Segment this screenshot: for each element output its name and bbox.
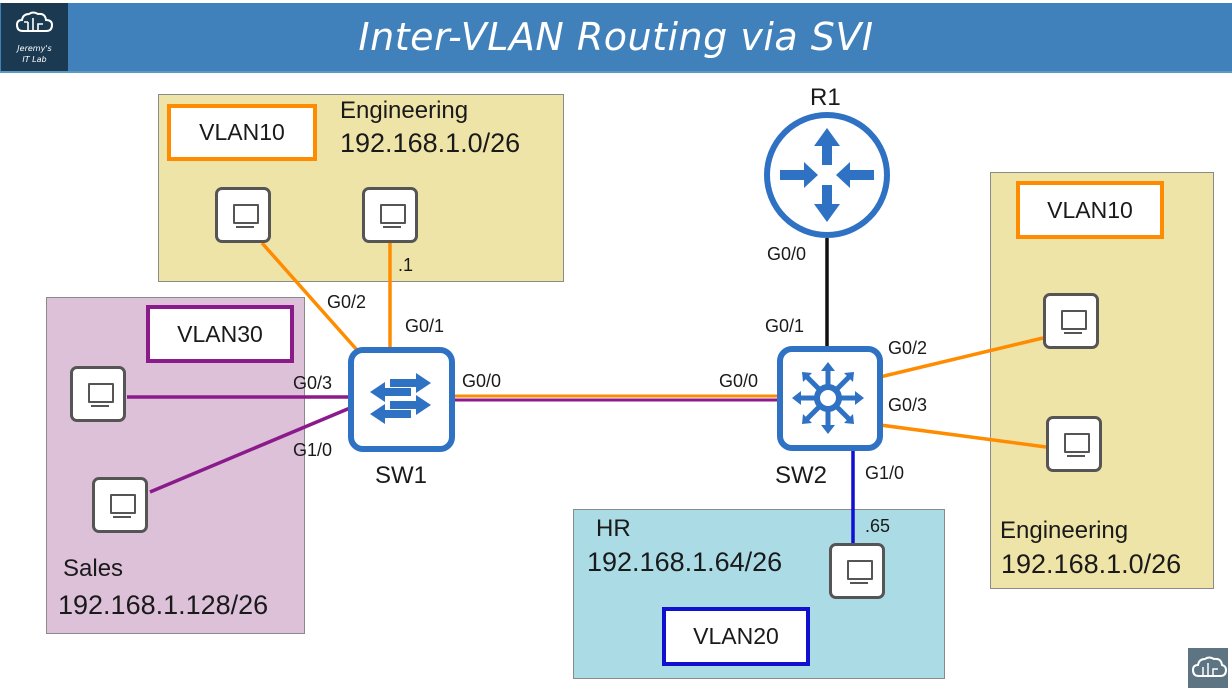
monitor-icon xyxy=(88,383,114,403)
sales-name: Sales xyxy=(63,555,124,582)
hr-subnet: 192.168.1.64/26 xyxy=(587,547,783,577)
port-label-sw2-g00: G0/0 xyxy=(719,371,759,391)
jeremys-it-lab-logo: Jeremy's IT Lab xyxy=(1,3,68,71)
monitor-icon xyxy=(233,204,259,224)
monitor-icon xyxy=(110,494,136,514)
pc-hr[interactable] xyxy=(829,543,885,599)
cloud-circuit-icon xyxy=(1191,656,1228,677)
eng-left-subnet: 192.168.1.0/26 xyxy=(340,128,521,158)
pc-eng-left-2[interactable] xyxy=(362,187,418,243)
sw2-label: SW2 xyxy=(775,462,828,489)
eng-right-subnet: 192.168.1.0/26 xyxy=(1001,549,1182,579)
vlan20-label: VLAN20 xyxy=(662,607,810,666)
port-label-sw2-g02: G0/2 xyxy=(888,338,928,358)
logo-line1: Jeremy's xyxy=(17,44,52,53)
port-label-sw1-g10: G1/0 xyxy=(293,440,333,460)
vlan10-label-left: VLAN10 xyxy=(167,104,317,161)
engineering-right-zone xyxy=(990,172,1214,589)
monitor-icon xyxy=(380,204,406,224)
host-address-hr-pc: .65 xyxy=(865,516,891,536)
vlan10-label-right: VLAN10 xyxy=(1016,181,1164,239)
switch-sw1[interactable] xyxy=(348,347,455,452)
r1-label: R1 xyxy=(810,84,841,111)
port-label-sw2-g01: G0/1 xyxy=(765,316,805,336)
pc-eng-left-1[interactable] xyxy=(215,187,271,243)
monitor-icon xyxy=(1064,433,1090,453)
sw1-label: SW1 xyxy=(375,462,428,489)
pc-eng-right-2[interactable] xyxy=(1046,416,1102,472)
title-bar xyxy=(0,3,1232,73)
link-sw2-eng-pc3 xyxy=(879,336,1044,379)
page-title: Inter-VLAN Routing via SVI xyxy=(358,15,874,59)
link-sw1-eng-pc1 xyxy=(260,241,359,352)
cloud-circuit-icon xyxy=(15,11,54,32)
pc-sales-1[interactable] xyxy=(70,366,126,422)
eng-left-name: Engineering xyxy=(340,97,469,124)
pc-sales-2[interactable] xyxy=(92,477,148,533)
logo-line2: IT Lab xyxy=(22,55,47,64)
switch-arrows-icon xyxy=(370,373,431,424)
router-r1[interactable] xyxy=(764,112,890,238)
multilayer-switch-icon xyxy=(797,367,859,429)
port-label-sw1-g01: G0/1 xyxy=(405,316,445,336)
port-label-sw1-g00: G0/0 xyxy=(462,371,502,391)
monitor-icon xyxy=(1061,310,1087,330)
eng-right-name: Engineering xyxy=(1000,517,1129,544)
pc-eng-right-1[interactable] xyxy=(1043,293,1099,349)
vlan30-label: VLAN30 xyxy=(146,305,294,363)
port-label-sw2-g10: G1/0 xyxy=(865,463,905,483)
corner-logo xyxy=(1188,648,1228,688)
port-label-sw1-g02: G0/2 xyxy=(327,292,367,312)
port-label-sw1-g03: G0/3 xyxy=(293,373,333,393)
link-sw2-eng-pc4 xyxy=(879,423,1047,449)
link-sw1-sales-pc2 xyxy=(149,406,351,494)
monitor-icon xyxy=(847,560,873,580)
host-address-eng-pc2: .1 xyxy=(398,255,414,275)
hr-name: HR xyxy=(596,515,631,542)
multilayer-switch-sw2[interactable] xyxy=(777,346,883,451)
port-label-sw2-g03: G0/3 xyxy=(888,395,928,415)
sales-subnet: 192.168.1.128/26 xyxy=(58,590,269,620)
router-arrows-icon xyxy=(780,128,874,222)
port-label-r1-g00: G0/0 xyxy=(767,244,807,264)
